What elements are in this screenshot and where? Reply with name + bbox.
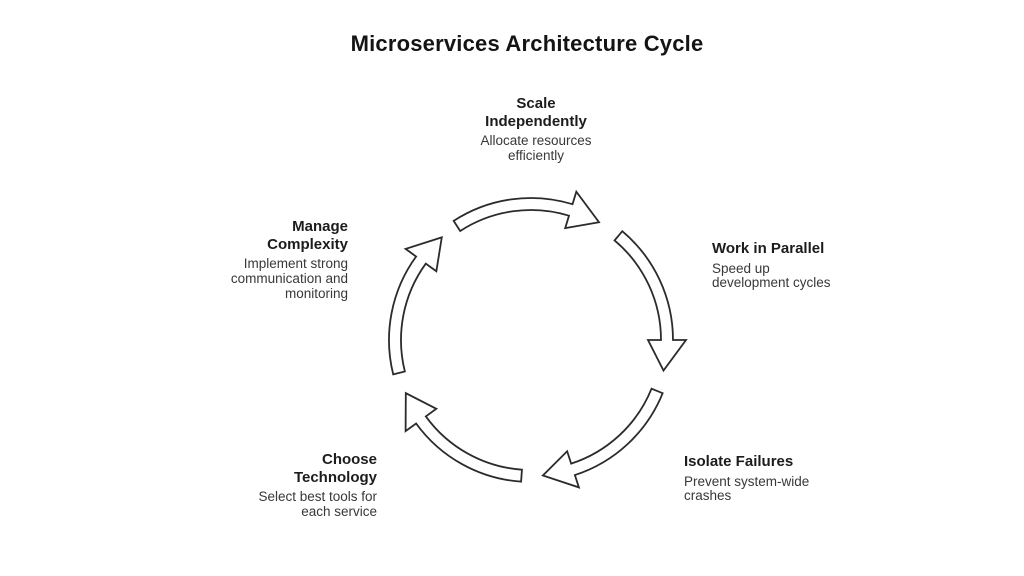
stage-isolate-failures: Isolate Failures Prevent system-wide cra… bbox=[684, 453, 869, 504]
stage-manage-complexity: Manage Complexity Implement strong commu… bbox=[138, 218, 348, 301]
stage-choose-technology: Choose Technology Select best tools for … bbox=[167, 451, 377, 520]
stage-description: Speed up development cycles bbox=[712, 260, 831, 291]
stage-description: Implement strong communication and monit… bbox=[230, 256, 348, 301]
stage-title: Isolate Failures bbox=[684, 453, 794, 470]
cycle-arrows-diagram bbox=[388, 189, 688, 489]
stage-scale-independently: Scale Independently Allocate resources e… bbox=[436, 95, 636, 164]
cycle-arrow-4 bbox=[404, 391, 523, 483]
cycle-arrow-2 bbox=[613, 229, 688, 373]
stage-description: Prevent system-wide crashes bbox=[684, 473, 810, 504]
cycle-arrow-1 bbox=[452, 189, 601, 233]
cycle-arrow-3 bbox=[541, 387, 664, 489]
stage-title: Choose Technology bbox=[293, 451, 377, 486]
stage-description: Allocate resources efficiently bbox=[480, 133, 592, 163]
cycle-arrow-5 bbox=[388, 236, 443, 376]
cycle-arrow-group bbox=[388, 189, 688, 489]
page-title: Microservices Architecture Cycle bbox=[350, 31, 704, 56]
stage-title: Manage Complexity bbox=[267, 218, 348, 253]
stage-description: Select best tools for each service bbox=[258, 489, 377, 519]
stage-title: Work in Parallel bbox=[712, 240, 825, 257]
stage-title: Scale Independently bbox=[485, 95, 587, 130]
stage-work-in-parallel: Work in Parallel Speed up development cy… bbox=[712, 240, 887, 291]
